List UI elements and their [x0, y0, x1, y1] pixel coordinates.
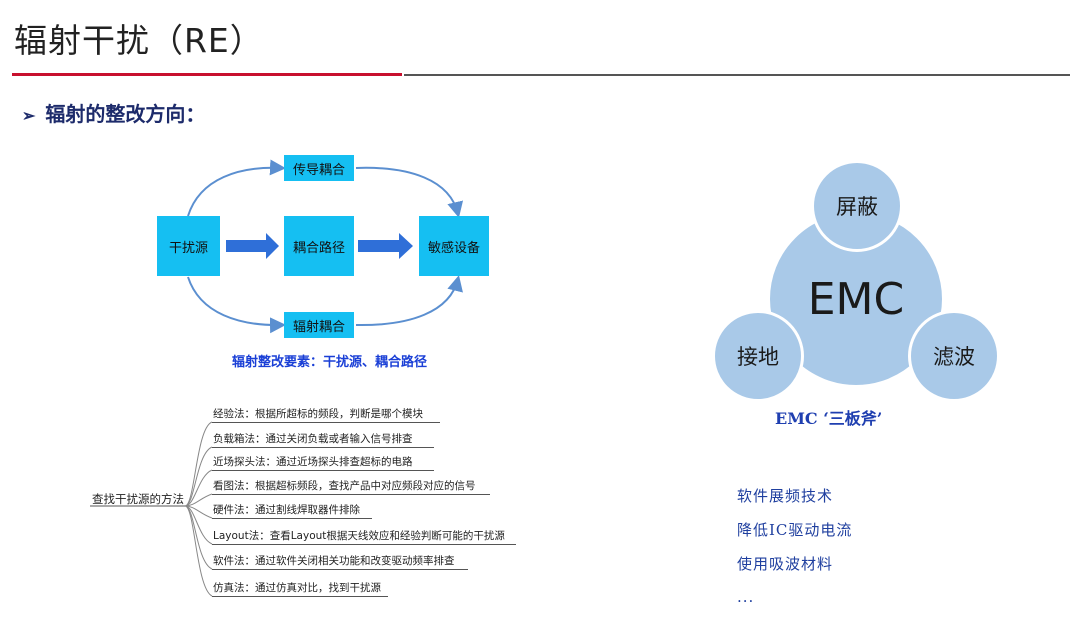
- flow-box-conducted: 传导耦合: [284, 155, 354, 181]
- method-underline: [212, 422, 440, 423]
- section-heading: ➢ 辐射的整改方向：: [22, 98, 205, 127]
- methods-root-label: 查找干扰源的方法: [92, 492, 184, 506]
- title-rule-red: [12, 73, 402, 76]
- emc-ground-circle: 接地: [712, 310, 804, 402]
- method-underline: [212, 518, 372, 519]
- technique-item: 使用吸波材料: [737, 555, 834, 573]
- technique-item: ...: [737, 588, 755, 606]
- technique-item: 软件展频技术: [737, 487, 834, 505]
- method-item: 负载箱法：通过关闭负载或者输入信号排查: [213, 433, 413, 445]
- tree-branch: [184, 446, 213, 507]
- top-arc-left: [187, 159, 286, 217]
- method-item: 看图法：根据超标频段，查找产品中对应频段对应的信号: [213, 480, 476, 492]
- bottom-arc-right: [355, 275, 463, 327]
- tree-branch: [184, 505, 213, 597]
- method-item: 硬件法：通过割线焊取器件排除: [213, 504, 360, 516]
- flow-box-path: 耦合路径: [284, 216, 354, 276]
- title-rule-grey: [404, 74, 1070, 76]
- method-item: 软件法：通过软件关闭相关功能和改变驱动频率排查: [213, 555, 455, 567]
- page-title: 辐射干扰（RE）: [14, 21, 264, 60]
- bottom-arc-left: [187, 276, 286, 334]
- arrow-path-to-victim-icon: [358, 233, 413, 259]
- method-underline: [212, 544, 516, 545]
- section-heading-text: 辐射的整改方向：: [45, 102, 206, 126]
- method-underline: [212, 596, 388, 597]
- tree-branch: [184, 469, 213, 507]
- flow-box-victim: 敏感设备: [419, 216, 489, 276]
- technique-item: 降低IC驱动电流: [737, 521, 853, 539]
- flow-box-source: 干扰源: [157, 216, 220, 276]
- bullet-arrow-icon: ➢: [22, 106, 36, 125]
- emc-shield-circle: 屏蔽: [811, 160, 903, 252]
- method-underline: [212, 447, 434, 448]
- tree-branch: [184, 421, 213, 507]
- method-item: 仿真法：通过仿真对比，找到干扰源: [213, 582, 381, 594]
- emc-caption: EMC ‘三板斧’: [775, 409, 883, 428]
- method-item: Layout法：查看Layout根据天线效应和经验判断可能的干扰源: [213, 530, 505, 542]
- flow-caption: 辐射整改要素：干扰源、耦合路径: [232, 355, 428, 370]
- method-underline: [212, 470, 434, 471]
- flow-box-radiated: 辐射耦合: [284, 312, 354, 338]
- emc-filter-circle: 滤波: [908, 310, 1000, 402]
- top-arc-right: [355, 166, 464, 218]
- method-underline: [212, 494, 490, 495]
- method-item: 近场探头法：通过近场探头排查超标的电路: [213, 456, 413, 468]
- method-item: 经验法：根据所超标的频段，判断是哪个模块: [213, 408, 423, 420]
- arrow-source-to-path-icon: [226, 233, 279, 259]
- method-underline: [212, 569, 468, 570]
